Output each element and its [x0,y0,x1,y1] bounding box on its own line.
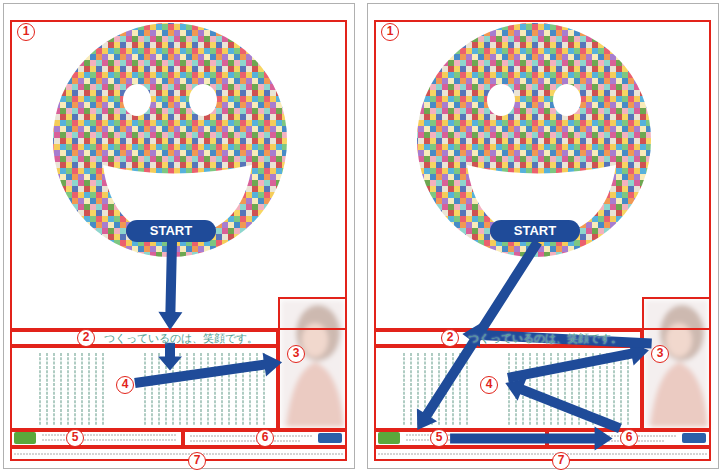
callout-number: 6 [256,429,274,447]
callout-number: 3 [287,345,305,363]
callout-number: 4 [480,376,498,394]
region-box: 6 [547,430,711,447]
callout-number: 5 [66,429,84,447]
flow-arrow [158,242,182,330]
flow-arrow [507,342,649,383]
region-box: 2 つくっているのは、笑顔です。 [10,330,278,346]
region-box: 3 [278,297,347,430]
region-box: 5 [374,430,547,447]
start-pill: START [126,220,216,242]
callout-number: 7 [188,452,206,470]
region-box: 4 [10,346,278,430]
callout-number: 3 [651,345,669,363]
panel: 1START2つくっているのは、笑顔です。34567 [364,0,722,473]
callout-number: 2 [441,329,459,347]
flow-arrow [417,239,542,430]
callout-number: 1 [17,23,35,41]
region-box: 4 [374,346,642,430]
region-box: 1START [374,20,711,330]
headline-text: つくっているのは、笑顔です。 [104,332,258,346]
callout-number: 2 [77,329,95,347]
flow-arrow [450,427,612,451]
callout-number: 6 [620,429,638,447]
flow-arrow [158,343,182,371]
start-label: START [126,220,216,242]
region-box: 5 [10,430,183,447]
start-pill: START [490,220,580,242]
region-box: 2 つくっているのは、笑顔です。 [374,330,642,346]
region-box: 3 [642,297,711,430]
callout-number: 7 [552,452,570,470]
region-box: 1START [10,20,347,330]
region-box: 7 [10,447,347,461]
panel-artwork-left [4,4,355,469]
headline-text: つくっているのは、笑顔です。 [468,332,622,346]
region-box: 6 [183,430,347,447]
panel-artwork-right [368,4,719,469]
callout-number: 1 [381,23,399,41]
start-label: START [490,220,580,242]
callout-number: 4 [116,376,134,394]
region-box: 7 [374,447,711,461]
flow-arrow [134,353,282,388]
flow-arrow [462,323,652,349]
panel: 1START2つくっているのは、笑顔です。34567 [0,0,358,473]
callout-number: 5 [430,429,448,447]
flow-arrow [505,378,622,433]
